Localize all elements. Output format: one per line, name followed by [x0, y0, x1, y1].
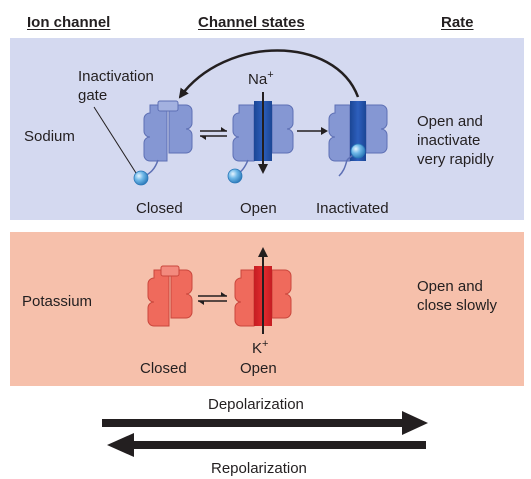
sodium-state-closed: Closed [136, 200, 183, 217]
sodium-closed-channel [133, 100, 193, 186]
gate-label-line2: gate [78, 87, 108, 104]
depolarization-arrow [102, 411, 428, 435]
sodium-state-open: Open [240, 200, 277, 217]
gate-ball-inactivated [350, 143, 366, 159]
depolarization-label: Depolarization [208, 396, 304, 413]
gate-label-line1: Inactivation [78, 68, 154, 85]
header-channel-states: Channel states [198, 14, 305, 31]
sodium-rate-line3: very rapidly [417, 151, 494, 168]
potassium-ion-label: K+ [252, 338, 269, 357]
sodium-ion-label: Na+ [248, 69, 274, 88]
sodium-inactivated-channel [328, 101, 388, 177]
sodium-inactivation-arrow [297, 127, 328, 135]
potassium-state-open: Open [240, 360, 277, 377]
sodium-reversible-arrow [200, 127, 227, 140]
potassium-reversible-arrow [198, 292, 227, 305]
sodium-state-inactivated: Inactivated [316, 200, 389, 217]
header-rate: Rate [441, 14, 474, 31]
potassium-rate-line1: Open and [417, 278, 483, 295]
potassium-rate-line2: close slowly [417, 297, 498, 314]
sodium-label: Sodium [24, 128, 75, 145]
gate-ball-closed [133, 170, 149, 186]
potassium-label: Potassium [22, 293, 93, 310]
sodium-rate-line2: inactivate [417, 132, 481, 149]
header-ion-channel: Ion channel [27, 14, 111, 31]
sodium-rate-line1: Open and [417, 113, 483, 130]
repolarization-label: Repolarization [211, 460, 307, 477]
potassium-state-closed: Closed [140, 360, 187, 377]
gate-pointer-line [93, 106, 137, 174]
gate-ball-open [227, 168, 243, 184]
sodium-open-channel [227, 101, 294, 184]
potassium-closed-channel [147, 265, 193, 327]
repolarization-arrow [107, 433, 426, 457]
recovery-arc-arrow [178, 49, 360, 99]
